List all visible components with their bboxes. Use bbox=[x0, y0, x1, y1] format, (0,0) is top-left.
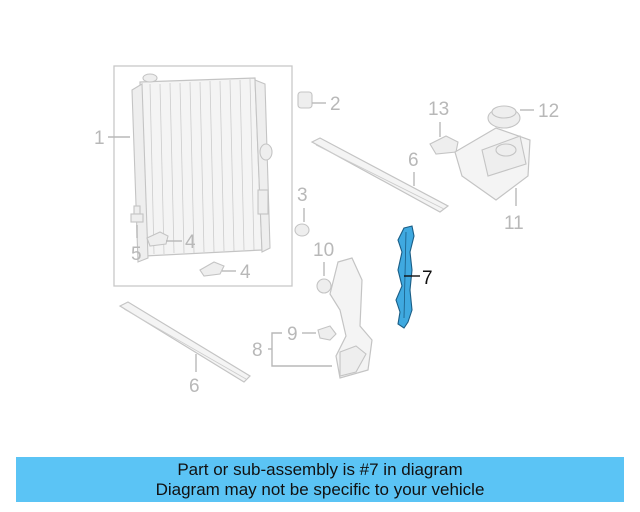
leader-lines bbox=[108, 102, 534, 372]
callouts: 1 2 3 4 4 5 6 6 7 8 9 10 11 12 13 bbox=[94, 94, 559, 397]
expansion-tank-11 bbox=[454, 127, 531, 201]
air-deflector-lower-6 bbox=[118, 301, 251, 383]
banner-line-disclaimer: Diagram may not be specific to your vehi… bbox=[155, 479, 485, 499]
banner-line-part: Part or sub-assembly is #7 in diagram bbox=[177, 459, 463, 479]
callout-1: 1 bbox=[94, 128, 105, 149]
callout-3: 3 bbox=[297, 185, 308, 206]
callout-6b: 6 bbox=[189, 376, 200, 397]
bolt-10 bbox=[316, 278, 332, 294]
side-seal-7 bbox=[395, 225, 415, 329]
callout-8: 8 bbox=[252, 340, 263, 361]
callout-2: 2 bbox=[330, 94, 341, 115]
callout-4b: 4 bbox=[240, 262, 251, 283]
parts-diagram: 1 2 3 4 4 5 6 6 7 8 9 10 11 12 13 bbox=[94, 65, 559, 397]
pin-5 bbox=[130, 205, 144, 223]
air-deflector-upper-6 bbox=[310, 137, 450, 213]
callout-12: 12 bbox=[538, 101, 559, 122]
air-duct-8 bbox=[329, 257, 373, 379]
callout-10: 10 bbox=[313, 240, 334, 261]
bracket-4a bbox=[146, 231, 169, 247]
callout-5: 5 bbox=[131, 244, 142, 265]
callout-13: 13 bbox=[428, 99, 449, 120]
bracket-4b bbox=[199, 261, 225, 277]
callout-6a: 6 bbox=[408, 150, 419, 171]
callout-11: 11 bbox=[504, 213, 524, 234]
reservoir-cap-12 bbox=[487, 105, 521, 129]
radiator-assembly bbox=[113, 65, 313, 287]
info-banner: Part or sub-assembly is #7 in diagram Di… bbox=[16, 457, 624, 502]
bracket-13 bbox=[429, 135, 459, 155]
callout-4a: 4 bbox=[185, 232, 196, 253]
callout-7: 7 bbox=[422, 268, 433, 289]
grommet-2 bbox=[297, 91, 313, 109]
clip-9 bbox=[317, 325, 337, 341]
callout-9: 9 bbox=[287, 324, 298, 345]
clip-3 bbox=[294, 223, 310, 237]
